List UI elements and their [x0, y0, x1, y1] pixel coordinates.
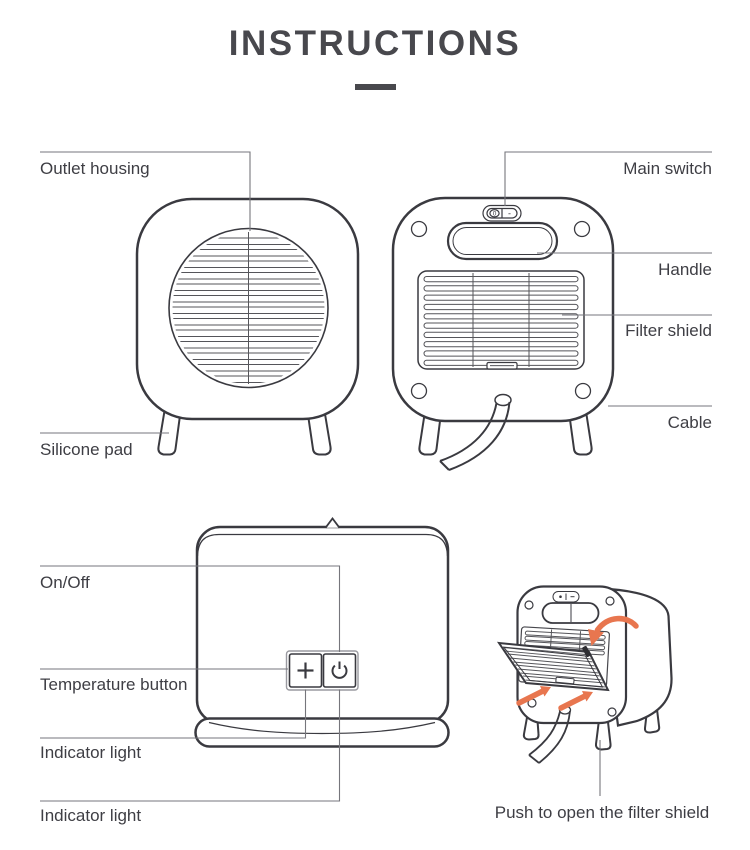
handle-cutout	[446, 221, 559, 261]
leader-on-off	[40, 565, 341, 652]
leader-outlet-housing	[40, 151, 251, 231]
title-underline	[355, 84, 396, 90]
base-dish-rim	[208, 721, 436, 735]
front-body	[135, 197, 360, 421]
label-indicator-light-2: Indicator light	[40, 806, 142, 825]
label-on-off: On/Off	[40, 573, 90, 592]
open-filter-panel[interactable]	[496, 641, 610, 692]
main-switch: 0 -	[482, 204, 522, 222]
leader-indicator-1	[40, 689, 307, 739]
curved-arrow-icon	[588, 615, 639, 646]
back-view-drawing: 0 -	[391, 196, 615, 471]
filter-shield-grille	[417, 270, 585, 370]
switch-mark-on: -	[508, 208, 511, 218]
open-handle	[541, 602, 600, 624]
label-indicator-light-1: Indicator light	[40, 743, 142, 762]
open-cable	[528, 705, 572, 764]
page-title: INSTRUCTIONS	[228, 24, 522, 63]
push-arrow-icon	[516, 686, 551, 706]
open-screws	[524, 596, 617, 717]
top-notch	[324, 517, 341, 529]
button-cluster	[285, 650, 359, 691]
open-view-drawing	[496, 585, 673, 764]
label-temperature-button: Temperature button	[40, 675, 188, 694]
switch-mark-off: 0	[493, 211, 497, 218]
push-arrow-icon-2	[558, 691, 593, 711]
label-outlet-housing: Outlet housing	[40, 159, 150, 178]
open-main-switch	[552, 591, 580, 603]
label-filter-shield: Filter shield	[625, 321, 712, 340]
outlet-housing-ring	[168, 227, 329, 389]
power-icon	[331, 661, 348, 679]
label-handle: Handle	[658, 260, 712, 279]
caption-push-to-open: Push to open the filter shield	[494, 803, 710, 822]
power-button[interactable]	[322, 653, 357, 688]
screws	[410, 220, 592, 400]
outlet-grille-slats	[172, 232, 325, 384]
label-main-switch: Main switch	[623, 159, 712, 178]
label-cable: Cable	[667, 413, 712, 432]
panel-hinge	[582, 645, 591, 658]
plus-icon	[297, 662, 314, 679]
cable	[439, 393, 512, 471]
leader-lines	[40, 151, 712, 802]
top-lip-line	[196, 533, 449, 557]
leader-main-switch	[504, 151, 712, 206]
leader-indicator-2	[40, 689, 341, 802]
top-view-drawing	[194, 517, 450, 748]
panel-latch	[555, 676, 575, 685]
front-legs	[157, 407, 332, 456]
top-body	[195, 525, 450, 725]
base-dish	[194, 717, 450, 748]
front-view-drawing	[135, 197, 360, 456]
label-silicone-pad: Silicone pad	[40, 440, 133, 459]
